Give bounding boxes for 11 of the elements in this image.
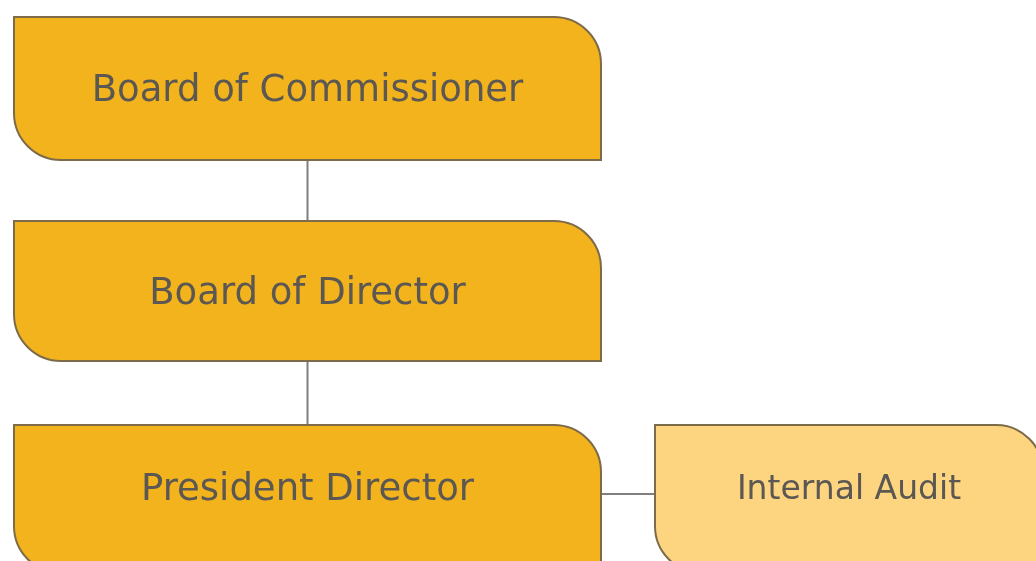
connector-line [306,361,309,425]
box-label: President Director [141,465,474,509]
org-box [13,16,602,161]
box-label: Board of Commissioner [91,67,524,110]
connector-line [306,160,309,221]
org-box [13,424,602,561]
box-label: Board of Director [149,269,466,313]
box-label: Internal Audit [736,467,962,507]
connector-line [601,493,655,495]
org-box [13,220,602,362]
org-box [654,424,1036,561]
